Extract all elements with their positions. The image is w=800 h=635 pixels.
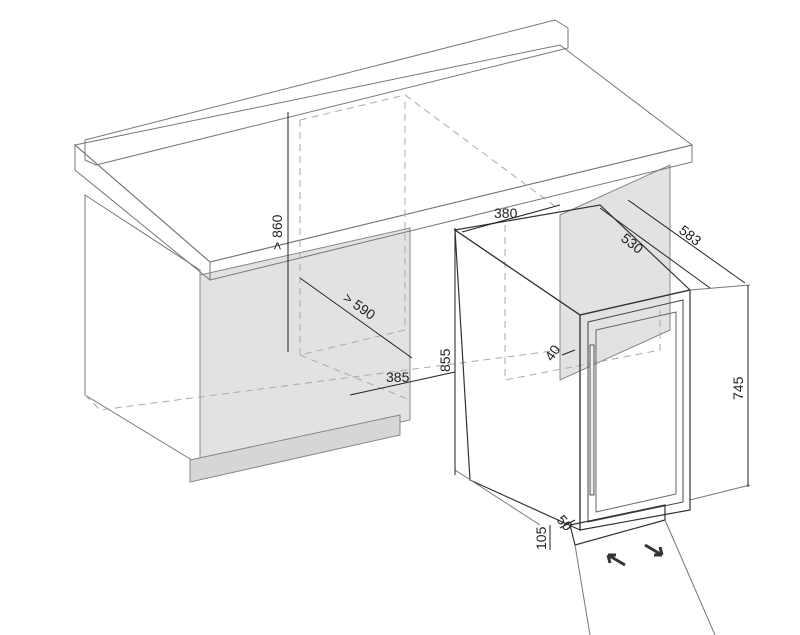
label-height: 855: [437, 348, 453, 372]
dimension-lines: [287, 112, 749, 550]
wine-cooler: [453, 204, 751, 635]
airflow-arrows: [606, 543, 664, 567]
door-handle: [589, 344, 595, 496]
label-width: 380: [494, 205, 518, 221]
countertop: [73, 19, 694, 282]
label-min-height: > 860: [269, 214, 285, 250]
label-plinth-depth: 50: [554, 512, 576, 534]
arrow-in-icon: [606, 553, 626, 567]
plinth-grille: [569, 504, 666, 546]
label-door-height: 745: [730, 376, 746, 400]
label-opening-width: 385: [386, 369, 410, 385]
arrow-out-icon: [644, 543, 664, 557]
label-depth-total: 583: [676, 222, 704, 249]
label-plinth-height: 105: [533, 526, 549, 550]
kitchen-cabinet: [84, 164, 671, 483]
niche-outline: [84, 94, 661, 411]
